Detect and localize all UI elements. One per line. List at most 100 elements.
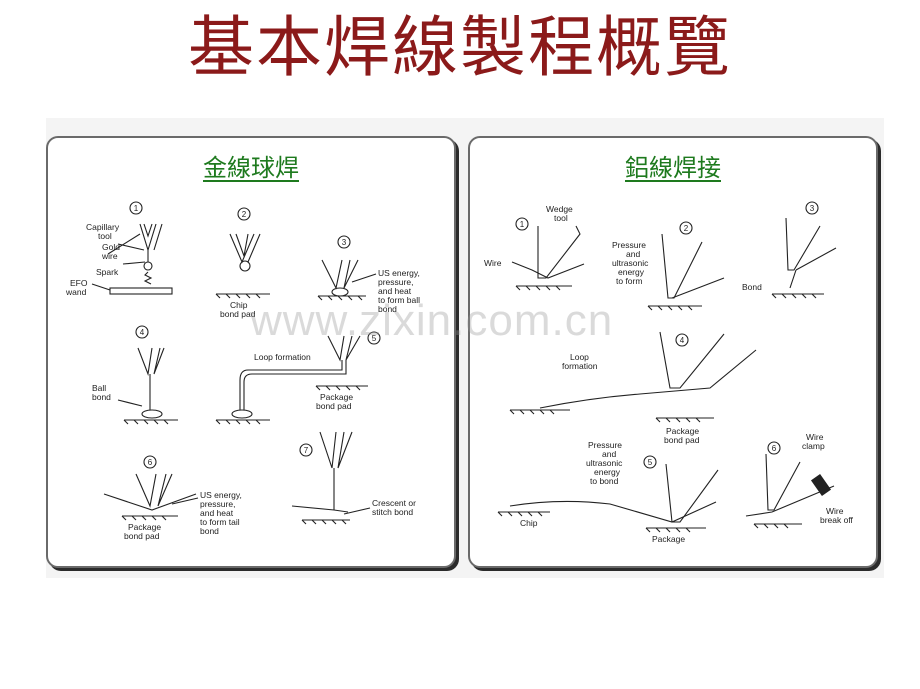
- wire-bonding-figure: 金線球焊: [46, 118, 884, 578]
- wire-r1: [511, 261, 585, 279]
- label-p5-3: ultrasonic: [586, 458, 623, 468]
- label-clamp-2: clamp: [802, 441, 825, 451]
- crescent-bond-7: [291, 505, 349, 513]
- label-loop: Loop: [570, 352, 589, 362]
- step-4-number: 4: [140, 328, 145, 337]
- step-5-number: 5: [372, 334, 377, 343]
- aluminum-wedge-bonding-heading: 鋁線焊接: [625, 154, 721, 182]
- step-5-marker: [367, 331, 381, 345]
- label-p5-2: and: [602, 449, 616, 459]
- gold-ball-1: [143, 261, 153, 271]
- wedge-tool-2: [661, 233, 703, 299]
- label-spark: Spark: [96, 267, 119, 277]
- capillary-tool-4: [137, 347, 165, 377]
- r-step-1-marker: [515, 217, 529, 231]
- label-wedge: Wedge: [546, 204, 573, 214]
- wedge-tool-5: [665, 463, 719, 523]
- r-step-2-marker: [679, 221, 693, 235]
- gold-ball-bonding-heading: 金線球焊: [203, 154, 299, 182]
- ball-bond-4: [141, 409, 163, 419]
- step-1-number: 1: [134, 204, 139, 213]
- step-7-number: 7: [304, 446, 309, 455]
- r-step-1-number: 1: [520, 220, 525, 229]
- label-package-6-2: bond pad: [124, 531, 160, 541]
- label-chip-2: bond pad: [220, 309, 256, 319]
- r-step-4-marker: [675, 333, 689, 347]
- label-package-r4-2: bond pad: [664, 435, 700, 445]
- r-step-5-number: 5: [648, 458, 653, 467]
- tail-wire-6: [103, 493, 197, 511]
- label-break-2: break off: [820, 515, 854, 525]
- gold-ball-bonding-diagram: 1 2 3 4 5 6 7 Capillary tool Gold wire S…: [65, 201, 420, 541]
- label-clamp: Wire: [806, 432, 824, 442]
- label-package-5: Package: [320, 392, 353, 402]
- ball-bond-3: [331, 287, 349, 297]
- capillary-tool-2: [229, 233, 261, 264]
- capillary-tool-7: [319, 431, 353, 469]
- r-step-6-marker: [767, 441, 781, 455]
- step-4-marker: [135, 325, 149, 339]
- capillary-tool-1: [139, 223, 163, 252]
- label-loop-formation: Loop formation: [254, 352, 311, 362]
- label-p2: Pressure: [612, 240, 646, 250]
- label-us3-4: to form ball: [378, 295, 420, 305]
- r-step-6-number: 6: [772, 444, 777, 453]
- r-step-3-marker: [805, 201, 819, 215]
- loop-wire-5: [239, 360, 343, 410]
- aluminum-wedge-bonding-diagram: 1 2 3 4 5 6 Wedge tool Wire Pressure and…: [484, 201, 854, 544]
- label-efo-2: wand: [65, 287, 87, 297]
- r-step-3-number: 3: [810, 204, 815, 213]
- r-step-4-number: 4: [680, 336, 685, 345]
- wedge-tool-6: [765, 453, 801, 511]
- wedge-tool-1: [537, 225, 581, 279]
- gold-ball-bonding-panel: 金線球焊: [46, 136, 456, 568]
- label-break: Wire: [826, 506, 844, 516]
- label-us6: US energy,: [200, 490, 242, 500]
- step-3-number: 3: [342, 238, 347, 247]
- wire-r2: [671, 277, 725, 299]
- label-capillary-2: tool: [98, 231, 112, 241]
- gold-ball-2: [239, 260, 251, 272]
- label-p2-5: to form: [616, 276, 642, 286]
- label-chip-r: Chip: [520, 518, 538, 528]
- wedge-tool-4: [659, 331, 725, 389]
- wire-r3: [789, 247, 837, 289]
- label-p2-3: ultrasonic: [612, 258, 649, 268]
- label-p5: Pressure: [588, 440, 622, 450]
- label-chip: Chip: [230, 300, 248, 310]
- label-package-6: Package: [128, 522, 161, 532]
- label-us3-2: pressure,: [378, 277, 413, 287]
- watermark: www.zixin.com.cn: [250, 296, 614, 345]
- label-us3: US energy,: [378, 268, 420, 278]
- efo-wand: [109, 287, 173, 295]
- wire-r6: [745, 485, 835, 517]
- label-us6-5: bond: [200, 526, 219, 536]
- ball-bond-5: [231, 409, 253, 419]
- label-p5-5: to bond: [590, 476, 619, 486]
- label-crescent: Crescent or: [372, 498, 416, 508]
- label-us6-4: to form tail: [200, 517, 240, 527]
- label-p2-4: energy: [618, 267, 645, 277]
- step-2-marker: [237, 207, 251, 221]
- label-p2-2: and: [626, 249, 640, 259]
- label-ball-2: bond: [92, 392, 111, 402]
- label-capillary: Capillary: [86, 222, 120, 232]
- spark-1: [143, 271, 153, 285]
- step-1-marker: [129, 201, 143, 215]
- page-title: 基本焊線製程概覽: [188, 9, 732, 86]
- label-us6-2: pressure,: [200, 499, 235, 509]
- label-loop-2: formation: [562, 361, 598, 371]
- label-wedge-2: tool: [554, 213, 568, 223]
- step-7-marker: [299, 443, 313, 457]
- aluminum-wedge-bonding-panel: 鋁線焊接: [468, 136, 878, 568]
- label-us3-3: and heat: [378, 286, 412, 296]
- step-2-number: 2: [242, 210, 247, 219]
- wire-r5: [509, 500, 717, 523]
- step-3-marker: [337, 235, 351, 249]
- wire-clamp: [810, 473, 832, 497]
- capillary-tool-6: [135, 473, 173, 508]
- step-6-number: 6: [148, 458, 153, 467]
- label-gold: Gold: [102, 242, 120, 252]
- wedge-tool-3: [785, 217, 821, 271]
- loop-wire-r4: [539, 349, 757, 409]
